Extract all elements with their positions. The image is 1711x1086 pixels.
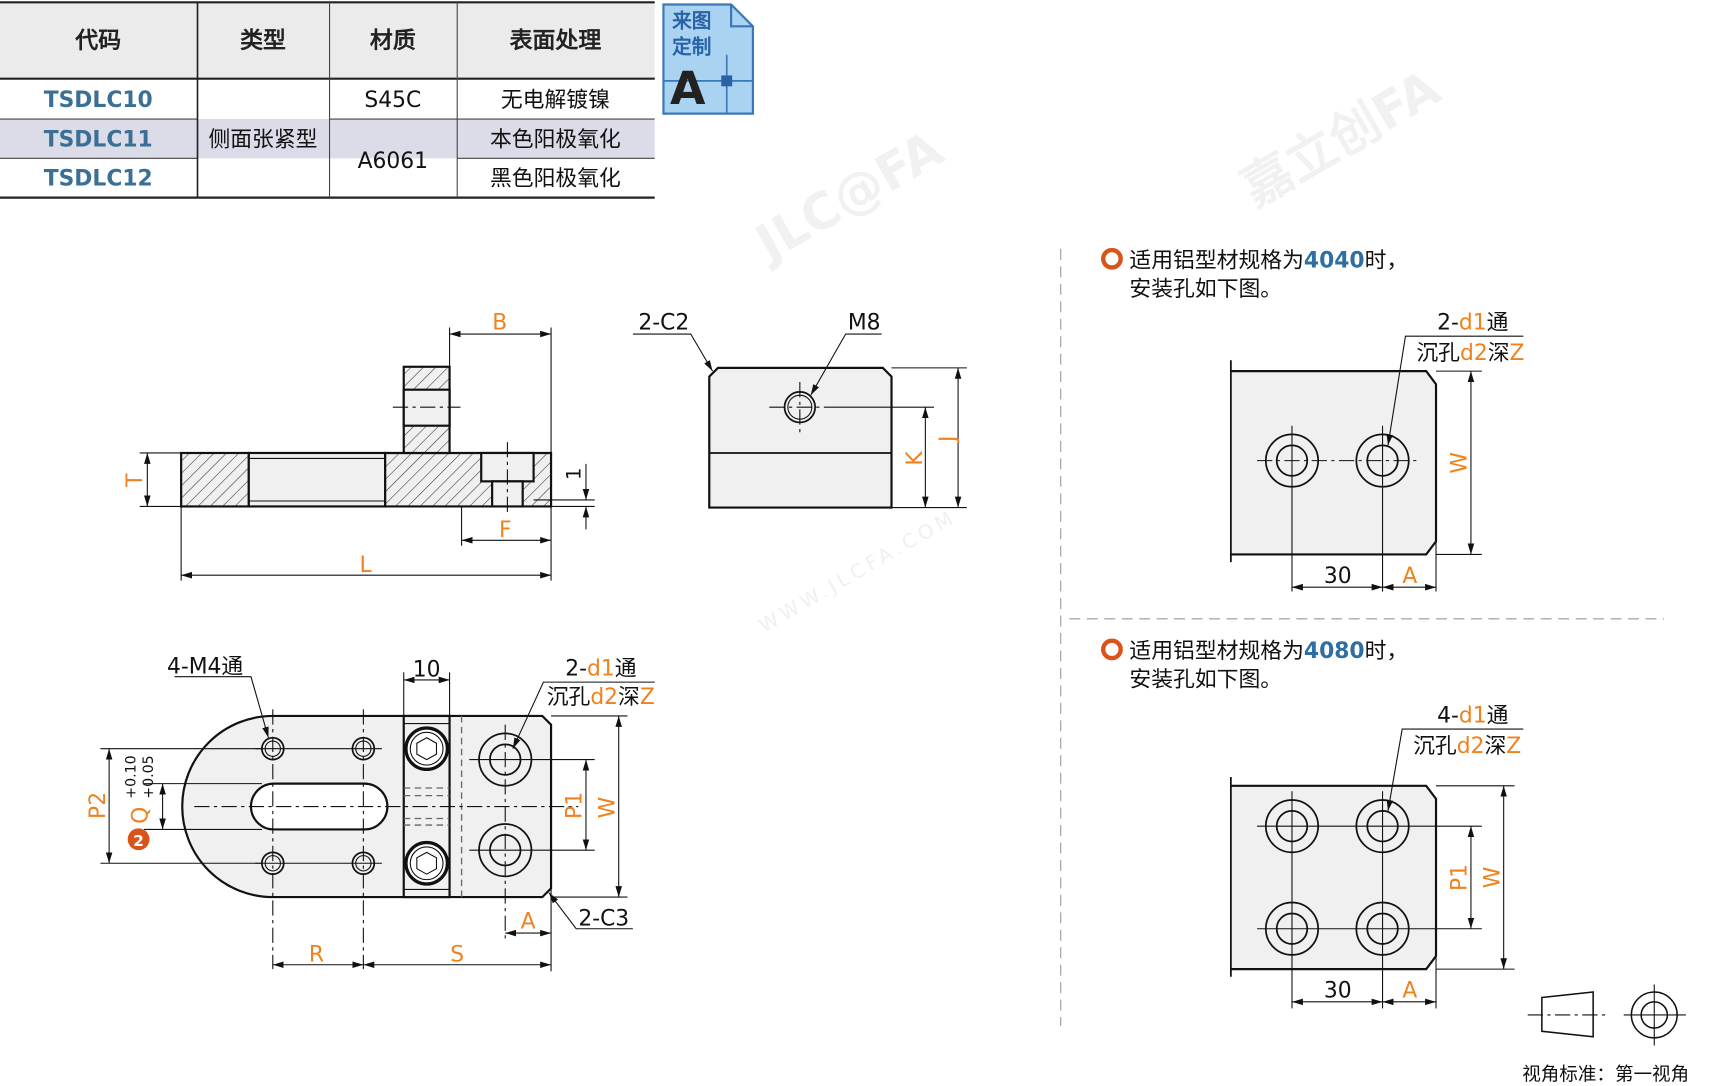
material-cell: A6061 xyxy=(358,149,428,174)
projection-label: 视角标准：第一视角 xyxy=(1522,1064,1689,1085)
type-cell: 侧面张紧型 xyxy=(208,127,317,152)
badge-letter: A xyxy=(670,61,706,115)
dim-W: W xyxy=(595,797,620,819)
dim-L: L xyxy=(359,553,372,578)
note-4040-line2: 安装孔如下图。 xyxy=(1129,277,1282,302)
dim-R: R xyxy=(309,942,324,967)
dim-P1: P1 xyxy=(563,792,588,819)
badge-text: 定制 xyxy=(672,36,711,59)
bullet-icon xyxy=(1101,638,1123,661)
note-4040: 适用铝型材规格为4040时， xyxy=(1129,248,1408,273)
code-cell: TSDLC12 xyxy=(44,167,153,192)
first-angle-projection-symbol: 视角标准：第一视角 xyxy=(1522,984,1689,1085)
counterbore-label: 沉孔d2深Z xyxy=(547,685,655,710)
finish-cell: 本色阳极氧化 xyxy=(490,127,621,152)
m4-thread-label: 4-M4通 xyxy=(167,654,243,679)
side-section-view: B T 1 F L xyxy=(123,311,595,581)
dim-A: A xyxy=(521,910,536,935)
finish-cell: 无电解镀镍 xyxy=(501,88,610,113)
chamfer-c2-label: 2-C2 xyxy=(638,311,689,336)
bullet-icon xyxy=(1101,247,1123,270)
dim-J: J xyxy=(936,436,961,444)
dim-A: A xyxy=(1402,978,1417,1003)
dim-W: W xyxy=(1480,867,1505,889)
counterbore-label: 沉孔d2深Z xyxy=(1413,734,1521,759)
dim-P1: P1 xyxy=(1448,864,1473,891)
dim-10: 10 xyxy=(413,658,441,683)
header-type: 类型 xyxy=(240,28,286,54)
mount-4080: 适用铝型材规格为4080时， 安装孔如下图。 4-d1通 沉孔d2深Z P1 W… xyxy=(1101,638,1524,1009)
counterbore-holes xyxy=(469,724,595,939)
dim-1: 1 xyxy=(563,467,586,479)
header-code: 代码 xyxy=(74,28,121,54)
watermark-logo: JLC@FA xyxy=(743,119,953,274)
dim-P2: P2 xyxy=(86,792,111,819)
dim-Q: Q xyxy=(128,807,153,824)
dim-T: T xyxy=(123,473,148,488)
socket-screws xyxy=(404,726,450,886)
tolerance-upper: +0.10 xyxy=(123,755,139,798)
note-4080: 适用铝型材规格为4080时， xyxy=(1129,639,1408,664)
dim-30: 30 xyxy=(1324,978,1352,1003)
note-marker xyxy=(127,828,150,851)
dim-W: W xyxy=(1448,452,1473,474)
material-cell: S45C xyxy=(364,88,421,113)
finish-cell: 黑色阳极氧化 xyxy=(490,167,621,192)
counterbore-label: 沉孔d2深Z xyxy=(1416,341,1524,366)
dim-B: B xyxy=(492,311,507,336)
front-view: 2-C2 M8 K J xyxy=(632,311,967,509)
watermark-cn: 嘉立创FA xyxy=(1231,58,1449,218)
chamfer-c3-label: 2-C3 xyxy=(578,906,629,931)
dim-K: K xyxy=(903,451,928,466)
watermark-url: WWW.JLCFA.COM xyxy=(755,505,961,637)
hole-d1-label: 2-d1通 xyxy=(1437,311,1508,336)
badge-text: 来图 xyxy=(671,9,711,32)
dim-S: S xyxy=(450,942,464,967)
dim-A: A xyxy=(1402,564,1417,589)
dim-F: F xyxy=(499,518,512,543)
code-cell: TSDLC11 xyxy=(44,127,153,152)
hole-d1-label: 4-d1通 xyxy=(1437,704,1508,729)
spec-table: 代码 类型 材质 表面处理 TSDLC10 TSDLC11 TSDLC12 侧面… xyxy=(0,1,655,199)
tolerance-lower: +0.05 xyxy=(141,755,157,798)
thread-m8-label: M8 xyxy=(848,311,881,336)
header-material: 材质 xyxy=(370,28,416,54)
dim-30: 30 xyxy=(1324,564,1352,589)
custom-drawing-badge[interactable]: 来图 定制 A xyxy=(662,3,755,115)
hole-d1-label: 2-d1通 xyxy=(565,657,636,682)
code-cell: TSDLC10 xyxy=(44,88,153,113)
mount-4040: 适用铝型材规格为4040时， 安装孔如下图。 2-d1通 沉孔d2深Z W 30… xyxy=(1101,247,1525,592)
note-marker-number: 2 xyxy=(133,832,144,850)
header-finish: 表面处理 xyxy=(510,28,602,54)
top-plan-view: 4-M4通 10 2-d1通 沉孔d2深Z P2 Q +0.10 +0.05 2… xyxy=(86,654,655,972)
note-4080-line2: 安装孔如下图。 xyxy=(1129,667,1282,692)
